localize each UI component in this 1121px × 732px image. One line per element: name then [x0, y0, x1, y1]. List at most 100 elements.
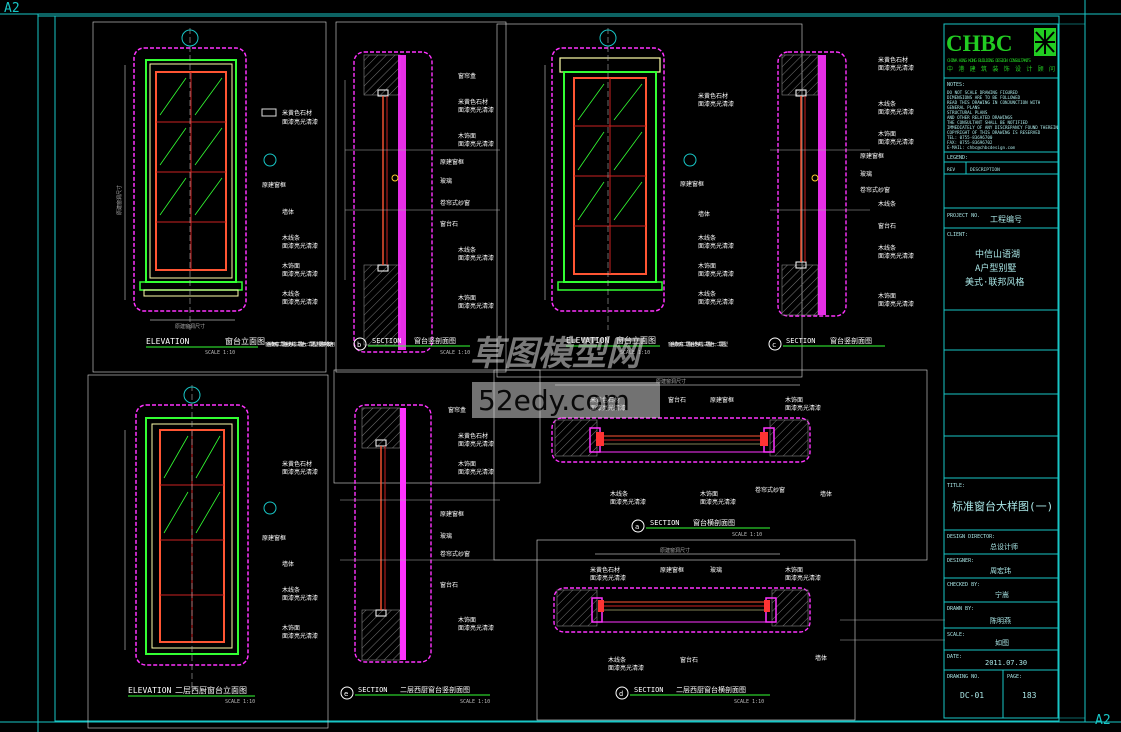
svg-text:草图模型网: 草图模型网: [470, 334, 645, 374]
svg-text:墙体: 墙体: [698, 210, 710, 218]
svg-text:SECTION: SECTION: [358, 686, 388, 694]
svg-text:窗帘盒: 窗帘盒: [458, 72, 476, 80]
svg-text:DESCRIPTION: DESCRIPTION: [970, 167, 1000, 173]
svg-text:墙体: 墙体: [282, 208, 294, 216]
svg-text:二层西厨窗台横剖面图: 二层西厨窗台横剖面图: [676, 685, 746, 694]
svg-text:面漆亮光清漆: 面漆亮光清漆: [282, 632, 318, 640]
svg-text:READ THIS DRAWING IN CONJUNCTI: READ THIS DRAWING IN CONJUNCTION WITH: [947, 100, 1041, 105]
svg-text:木线条: 木线条: [698, 234, 716, 242]
svg-text:面漆亮光清漆: 面漆亮光清漆: [282, 270, 318, 278]
svg-text:ELEVATION: ELEVATION: [128, 686, 172, 695]
svg-text:窗台立面图: 窗台立面图: [616, 335, 656, 345]
svg-text:窗帘盒: 窗帘盒: [448, 406, 466, 414]
svg-text:DESIGNER:: DESIGNER:: [947, 558, 974, 564]
svg-text:面漆亮光清漆: 面漆亮光清漆: [590, 574, 626, 582]
svg-text:SECTION: SECTION: [786, 337, 816, 345]
svg-text:二层西厨窗台立面图: 二层西厨窗台立面图: [175, 685, 247, 695]
svg-text:面漆亮光清漆: 面漆亮光清漆: [282, 298, 318, 306]
svg-text:木线条: 木线条: [458, 246, 476, 254]
svg-text:窗台横剖面图: 窗台横剖面图: [693, 518, 735, 527]
svg-text:COPYRIGHT OF THIS DRAWING IS R: COPYRIGHT OF THIS DRAWING IS RESERVED: [947, 130, 1041, 135]
svg-text:木线条: 木线条: [282, 234, 300, 242]
svg-text:玻璃: 玻璃: [440, 532, 452, 540]
svg-text:NOTES:: NOTES:: [947, 82, 965, 88]
svg-text:木饰面: 木饰面: [700, 490, 718, 498]
svg-text:窗台石: 窗台石: [440, 581, 458, 589]
svg-text:窗台立面图: 窗台立面图: [225, 336, 265, 346]
section-c-title: c SECTION 窗台竖剖面图: [768, 336, 885, 351]
svg-text:工程编号: 工程编号: [990, 214, 1022, 224]
section-d: [553, 553, 945, 641]
svg-text:原建窗框: 原建窗框: [262, 181, 286, 189]
svg-text:窗台石: 窗台石: [878, 222, 896, 230]
svg-text:木饰面: 木饰面: [785, 566, 803, 574]
svg-text:米黄色石材: 米黄色石材: [282, 460, 312, 468]
svg-text:面漆亮光清漆: 面漆亮光清漆: [698, 242, 734, 250]
svg-text:面漆亮光清漆: 面漆亮光清漆: [458, 106, 494, 114]
svg-text:木饰面: 木饰面: [458, 460, 476, 468]
svg-text:木饰面: 木饰面: [282, 624, 300, 632]
svg-text:面漆亮光清漆: 面漆亮光清漆: [785, 404, 821, 412]
svg-text:PROJECT NO.: PROJECT NO.: [947, 213, 980, 219]
svg-text:木饰面: 木饰面: [458, 132, 476, 140]
svg-text:面漆亮光清漆: 面漆亮光清漆: [282, 242, 318, 250]
svg-text:木线条: 木线条: [608, 656, 626, 664]
svg-text:面漆亮光清漆: 面漆亮光清漆: [878, 64, 914, 72]
svg-text:面漆亮光清漆: 面漆亮光清漆: [698, 270, 734, 278]
svg-text:木饰面: 木饰面: [878, 130, 896, 138]
svg-text:面漆亮光清漆: 面漆亮光清漆: [458, 440, 494, 448]
svg-text:面漆亮光清漆: 面漆亮光清漆: [785, 574, 821, 582]
section-d-title: d SECTION 二层西厨窗台横剖面图 SCALE 1:10: [615, 685, 770, 705]
title-block: [943, 23, 1059, 719]
svg-text:周宏玮: 周宏玮: [990, 566, 1011, 575]
elev3-callouts: 米黄色石材 面漆亮光清漆 原建窗框 墙体 木线条 面漆亮光清漆 木饰面 面漆亮光…: [262, 460, 318, 640]
svg-text:CHECKED BY:: CHECKED BY:: [947, 582, 980, 588]
section-c-callouts: 米黄色石材 面漆亮光清漆 木线条 面漆亮光清漆 木饰面 面漆亮光清漆 原建窗框 …: [860, 56, 914, 308]
section-b-callouts: 窗帘盒 米黄色石材 面漆亮光清漆 木饰面 面漆亮光清漆 原建窗框 玻璃 卷帘式纱…: [440, 72, 494, 310]
svg-text:卷帘式纱窗: 卷帘式纱窗: [440, 550, 470, 558]
svg-text:窗台石: 窗台石: [668, 396, 686, 404]
svg-text:木线条: 木线条: [878, 200, 896, 208]
svg-text:A户型别墅: A户型别墅: [975, 262, 1016, 274]
svg-text:面漆亮光清漆: 面漆亮光清漆: [458, 302, 494, 310]
svg-text:IMMEDIATELY OF ANY DISCREPANCY: IMMEDIATELY OF ANY DISCREPANCY FOUND THE…: [947, 125, 1058, 130]
svg-text:面漆亮光清漆: 面漆亮光清漆: [878, 138, 914, 146]
svg-text:窗台竖剖面图: 窗台竖剖面图: [830, 336, 872, 345]
svg-text:面漆亮光清漆: 面漆亮光清漆: [282, 468, 318, 476]
elev2-note: 窗台线条示意，二层窗台线为实线，三层窗台一、二层造型: [668, 341, 728, 348]
watermark: 草图模型网 52edy.com: [470, 334, 660, 418]
svg-text:SCALE:: SCALE:: [947, 632, 965, 638]
svg-text:总设计师: 总设计师: [990, 542, 1018, 551]
svg-text:玻璃: 玻璃: [710, 566, 722, 574]
svg-text:二层西厨窗台竖剖面图: 二层西厨窗台竖剖面图: [400, 685, 470, 694]
elevation-window-3: [124, 385, 277, 690]
svg-text:米黄色石材: 米黄色石材: [282, 109, 312, 117]
svg-text:面漆亮光清漆: 面漆亮光清漆: [282, 118, 318, 126]
section-a: [551, 384, 811, 463]
svg-text:SCALE 1:10: SCALE 1:10: [440, 350, 470, 356]
svg-text:窗台石: 窗台石: [680, 656, 698, 664]
svg-text:墙体: 墙体: [815, 654, 827, 662]
svg-text:原建窗框: 原建窗框: [660, 566, 684, 574]
svg-text:52edy.com: 52edy.com: [478, 384, 630, 417]
svg-text:SCALE 1:10: SCALE 1:10: [734, 699, 764, 705]
svg-text:183: 183: [1022, 691, 1037, 700]
svg-text:木线条: 木线条: [878, 100, 896, 108]
svg-text:SECTION: SECTION: [634, 686, 664, 694]
svg-text:ELEVATION: ELEVATION: [566, 336, 610, 345]
svg-text:CLIENT:: CLIENT:: [947, 232, 968, 238]
svg-text:SCALE 1:10: SCALE 1:10: [205, 350, 235, 356]
svg-text:DRAWN BY:: DRAWN BY:: [947, 606, 974, 612]
svg-text:AND OTHER RELATED DRAWINGS: AND OTHER RELATED DRAWINGS: [947, 115, 1013, 120]
svg-text:木饰面: 木饰面: [698, 262, 716, 270]
svg-text:宁嵩: 宁嵩: [995, 590, 1009, 599]
svg-text:c: c: [772, 341, 776, 349]
svg-text:面漆亮光清漆: 面漆亮光清漆: [282, 594, 318, 602]
svg-text:中港建筑装饰设计顾问: 中港建筑装饰设计顾问: [947, 65, 1055, 73]
svg-text:CHINA HONG KONG BUILDING DESIG: CHINA HONG KONG BUILDING DESIGN CONSULTA…: [947, 58, 1031, 64]
svg-text:原建窗框: 原建窗框: [860, 152, 884, 160]
svg-text:木饰面: 木饰面: [282, 262, 300, 270]
svg-text:SCALE 1:10: SCALE 1:10: [732, 532, 762, 538]
svg-text:中信山语湖: 中信山语湖: [975, 248, 1020, 260]
